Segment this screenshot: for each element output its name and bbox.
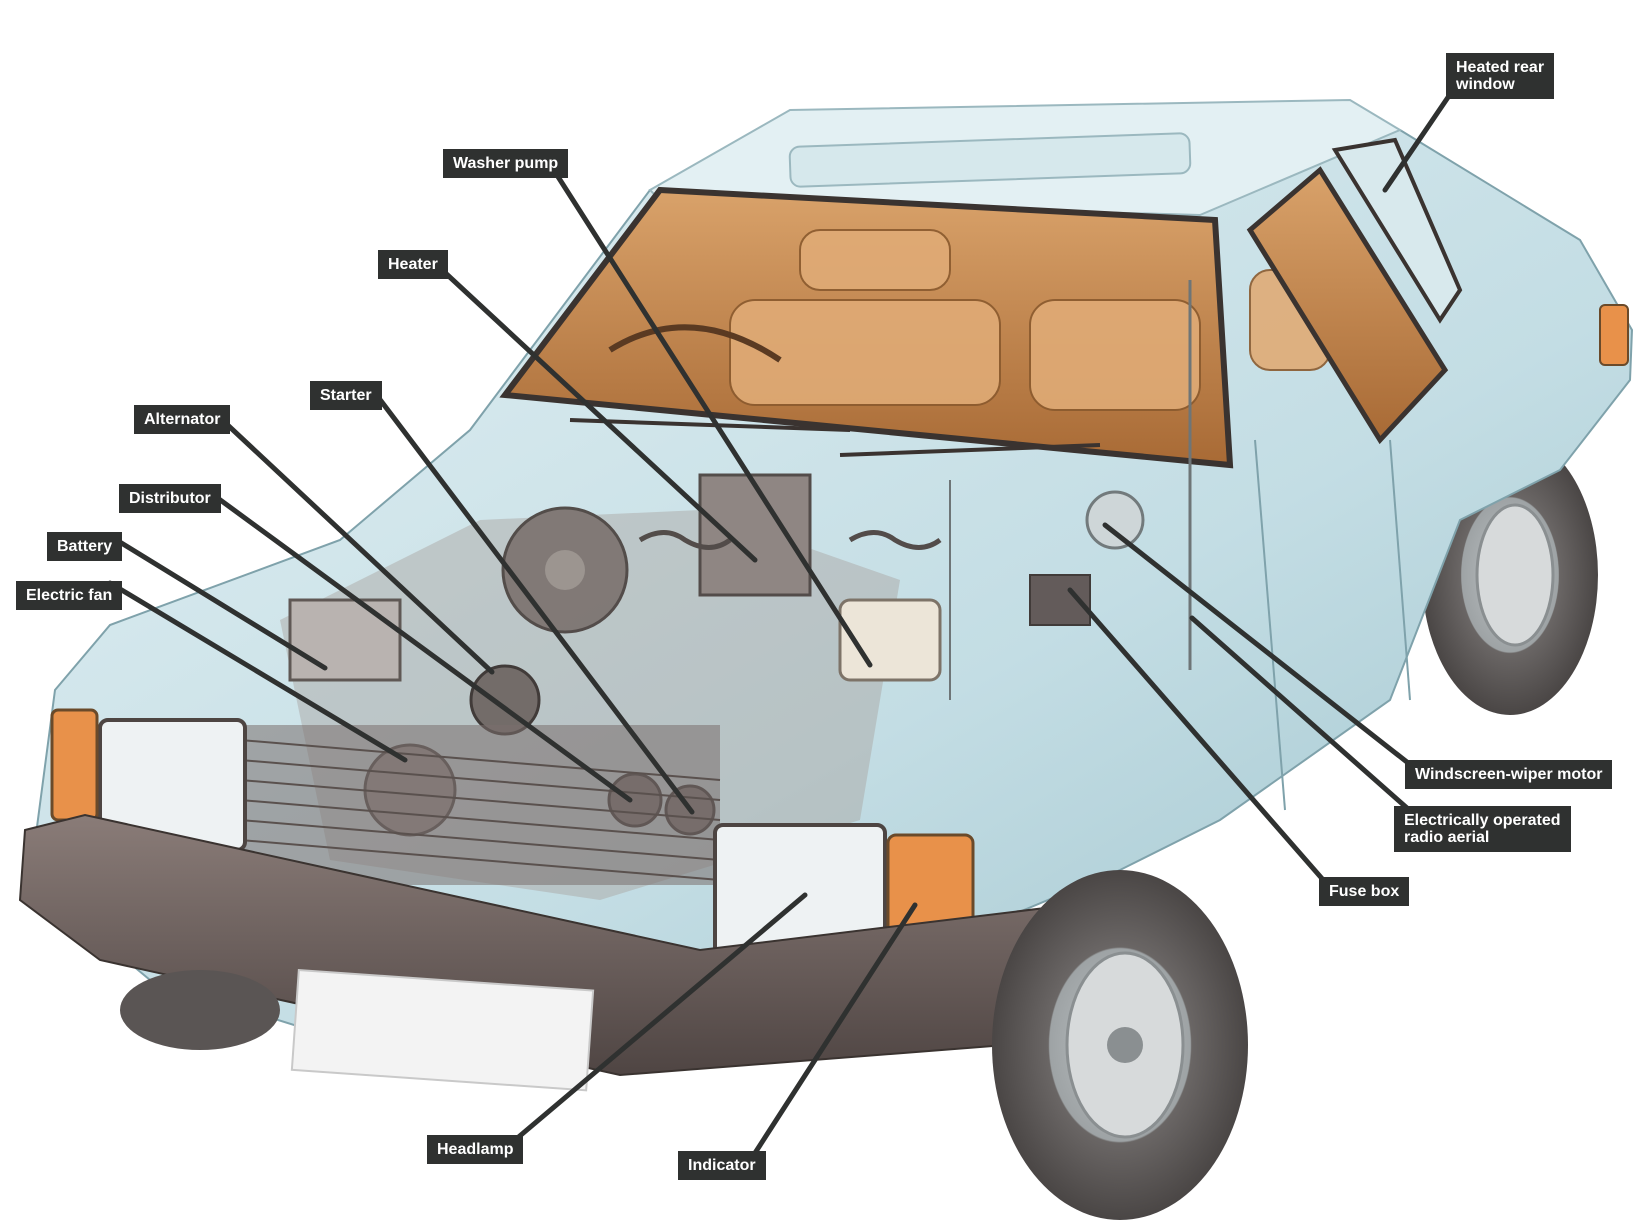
leader-heater <box>437 265 758 563</box>
rear-window <box>1331 137 1463 324</box>
label-indicator: Indicator <box>678 1151 766 1180</box>
label-windscreen-wiper-motor: Windscreen-wiper motor <box>1405 760 1613 789</box>
label-fuse-box: Fuse box <box>1319 877 1410 906</box>
leader-distributor <box>205 488 633 803</box>
label-battery: Battery <box>47 532 123 561</box>
leader-alternator <box>215 413 495 675</box>
seats <box>729 229 1331 411</box>
wiper-arm <box>569 418 851 432</box>
leader-washer-pump <box>552 169 873 668</box>
left-indicator-lens <box>50 708 99 822</box>
label-heated-rear-window: Heated rear window <box>1446 53 1555 99</box>
leader-headlamp <box>512 892 808 1143</box>
label-electric-fan: Electric fan <box>16 581 123 610</box>
wiper-arm <box>839 443 1101 457</box>
label-heated-rear-window-line-2: window <box>1456 76 1515 93</box>
number-plate <box>290 968 595 1092</box>
battery-box <box>288 598 402 682</box>
door-line <box>1389 439 1411 701</box>
label-headlamp: Headlamp <box>427 1135 524 1164</box>
leader-lines <box>107 84 1458 1156</box>
label-alternator: Alternator <box>134 405 231 434</box>
leader-indicator <box>752 902 918 1156</box>
leader-windscreen-wiper-motor <box>1102 522 1415 769</box>
front-wheel <box>992 870 1248 1220</box>
leader-radio-aerial <box>1189 615 1410 811</box>
sunroof <box>788 132 1192 188</box>
door-line <box>1254 439 1286 811</box>
leader-fuse-box <box>1067 587 1328 885</box>
leader-heated-rear-window <box>1382 84 1458 193</box>
label-radio-aerial-line-1: Electrically operated <box>1404 812 1561 829</box>
heater-unit <box>698 473 812 597</box>
leader-starter <box>372 390 695 815</box>
label-starter: Starter <box>310 381 382 410</box>
leader-battery <box>107 533 328 671</box>
label-heater: Heater <box>378 250 448 279</box>
label-radio-aerial-line-2: radio aerial <box>1404 829 1490 846</box>
steering-wheel <box>608 324 782 363</box>
label-heated-rear-window-line-1: Heated rear <box>1456 59 1545 76</box>
wiper-motor-part <box>1085 490 1145 550</box>
leader-electric-fan <box>107 580 408 763</box>
grille <box>239 725 721 885</box>
label-distributor: Distributor <box>119 484 221 513</box>
left-wheel <box>120 970 280 1050</box>
label-washer-pump: Washer pump <box>443 149 569 178</box>
side-indicator-lens <box>1599 304 1629 366</box>
side-window <box>1246 166 1449 445</box>
label-radio-aerial: Electrically operated radio aerial <box>1394 806 1571 852</box>
